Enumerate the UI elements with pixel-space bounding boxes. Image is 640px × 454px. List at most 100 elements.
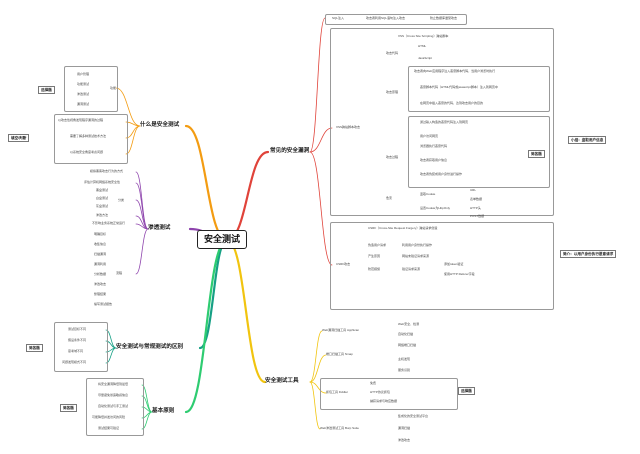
wire-pen-5	[135, 228, 149, 275]
xss-def-frame	[408, 66, 550, 112]
pen-step-6: 渗透攻击	[94, 282, 107, 286]
tag-principles: 简答题	[60, 404, 77, 412]
xss-def-3: 在网页中插入恶意的代码，达到攻击用户的目的	[420, 101, 484, 105]
tool-nmap-2: 主机发现	[398, 357, 411, 361]
xss-defense: 设置Cookie为HttpOnly	[420, 206, 451, 210]
wire-vulns-sql	[309, 17, 326, 153]
wire-root-tools	[225, 238, 267, 384]
csrf-d3: 验证请求来源	[402, 267, 421, 271]
xss-desc: XSS（Cross Site Scripting）跨站脚本	[398, 34, 449, 38]
tool-appscan-2: 自动化扫描	[398, 332, 414, 336]
csrf-l3: 防范措施	[368, 267, 381, 271]
xss-def-label: 攻击原理	[386, 90, 399, 94]
pen-method: 渗透方法	[96, 213, 109, 217]
node-diff-vs-regular[interactable]: 安全测试与常规测试的区别	[116, 344, 184, 350]
xss-frame	[330, 28, 554, 216]
vuln-csrf: CSRF攻击	[336, 262, 351, 266]
tag-csrf-summary: 简介：以用户身份执行恶意请求	[560, 250, 617, 258]
csrf-l2: 产生原因	[368, 254, 381, 258]
root-node[interactable]: 安全测试	[197, 230, 248, 249]
csrf-d2: 网站未验证请求来源	[402, 254, 430, 258]
fiddler-frame	[320, 378, 458, 410]
wire-tools-fiddler	[309, 381, 327, 394]
what-line-1: 以攻击性视角发现程序漏洞的过程	[58, 118, 104, 122]
pen-step-7: 整理结果	[94, 292, 107, 296]
tool-appscan-1: Web安全、检测	[398, 322, 420, 326]
funcs-frame	[64, 66, 118, 112]
xss-hazard-http: HTTP头	[470, 206, 481, 210]
wire-root-vulns	[225, 150, 270, 242]
principle-5: 测试结果可验证	[98, 426, 120, 430]
pen-class-3: 灰盒测试	[96, 204, 109, 208]
pen-step-3: 扫描漏洞	[94, 252, 107, 256]
vuln-sql-desc2: 防止数据库遭受攻击	[430, 16, 458, 20]
wire-pen-4	[135, 223, 149, 230]
node-common-vulns[interactable]: 常见的安全漏洞	[270, 148, 310, 154]
xss-proc-2: 用户访问网页	[420, 134, 439, 138]
wire-vulns-xss	[309, 127, 333, 153]
pen-process-label: 流程	[116, 271, 123, 275]
vuln-sql-desc: 攻击者利用SQL语句注入攻击	[366, 16, 406, 20]
xss-def-1: 攻击者向Web应用程序注入恶意脚本代码，当用户浏览时执行	[414, 69, 496, 73]
node-penetration-testing[interactable]: 渗透测试	[148, 225, 171, 231]
wire-root-diff	[198, 238, 229, 350]
diff-frame	[54, 322, 108, 372]
diff-2: 假设条件不同	[68, 338, 87, 342]
tool-burp: Web渗透测试工具 Burp Suite	[320, 426, 359, 430]
csrf-d1: 利用用户身份执行操作	[402, 243, 433, 247]
wire-root-principles	[184, 238, 229, 414]
pen-step-5: 分析数据	[94, 272, 107, 276]
xss-proc-frame	[408, 116, 550, 188]
node-what-is-security-testing[interactable]: 什么是安全测试	[140, 122, 180, 128]
xss-hazard-form: 表单数据	[470, 197, 483, 201]
what-func-1: 用户管理	[77, 72, 90, 76]
tag-judge-what: 填空/判断	[8, 134, 30, 142]
pen-no-impact: 不影响业务系统正常运行	[92, 221, 126, 225]
csrf-l1: 伪造用户请求	[368, 243, 387, 247]
xss-proc-5: 攻击者伪装成用户身份进行操作	[420, 172, 463, 176]
principle-3: 自动化测试与手工测试	[98, 404, 129, 408]
tag-tools: 选择题	[458, 387, 475, 395]
principle-1: 将安全漏洞降低到最低	[98, 382, 129, 386]
what-func-4: 漏洞测试	[77, 102, 90, 106]
principle-4: 可能降低并发访问的风险	[92, 415, 126, 419]
pen-text-2: 评估计算机网络系统安全性	[84, 180, 121, 184]
wire-pen-2	[135, 199, 149, 230]
tool-nmap-3: 服务识别	[398, 368, 411, 372]
xss-proc-3: 浏览器执行恶意代码	[420, 144, 448, 148]
tag-xss-summary: 小结：盗取用户信息	[568, 136, 607, 144]
node-security-tools[interactable]: 安全测试工具	[265, 378, 299, 384]
diff-1: 测试目标不同	[68, 327, 87, 331]
wire-tools-nmap	[309, 354, 327, 383]
tool-burp-2: 漏洞扫描	[398, 426, 411, 430]
pen-step-1: 明确目标	[94, 232, 107, 236]
vuln-xss: XSS跨站脚本攻击	[336, 125, 361, 129]
xss-hazard-1: 盗取Cookie	[420, 192, 436, 196]
pen-class-1: 黑盒测试	[96, 188, 109, 192]
tag-xss-judge: 简答题	[528, 150, 545, 158]
principle-2: 尽量避免暴露敏感信息	[98, 393, 129, 397]
wire-tools-appscan	[309, 330, 323, 383]
csrf-frame	[330, 222, 554, 310]
tool-burp-3: 渗透攻击	[398, 438, 411, 442]
diff-3: 思考域不同	[68, 349, 84, 353]
what-funcs-group: 功能	[110, 86, 117, 90]
pen-step-8: 编写测试报告	[94, 302, 113, 306]
diff-4: 问题发现模式不同	[62, 360, 87, 364]
what-func-2: 功能测试	[77, 82, 90, 86]
pen-text-1: 模拟黑客攻击行为的方式	[90, 169, 124, 173]
what-func-3: 渗透测试	[77, 92, 90, 96]
csrf-d4: 添加token验证	[444, 262, 464, 266]
what-line-2: 需要了解多种测试技术方法	[70, 134, 107, 138]
what-def-frame	[54, 114, 128, 164]
xss-def-2: 恶意脚本代码（HTML代码或javascript脚本）注入到网页中	[420, 85, 498, 89]
pen-step-4: 漏洞利用	[94, 262, 107, 266]
wire-what-funcs	[115, 87, 141, 127]
tool-fiddler-2: HTTP协议抓包	[370, 390, 390, 394]
tool-appscan: Web漏洞扫描工具 AppScan	[322, 328, 360, 332]
tool-nmap: 端口扫描工具 Nmap	[326, 352, 353, 356]
node-basic-principles[interactable]: 基本原则	[152, 408, 175, 414]
xss-hazard-label: 危害	[386, 196, 393, 200]
pen-class-label: 分类	[118, 198, 125, 202]
